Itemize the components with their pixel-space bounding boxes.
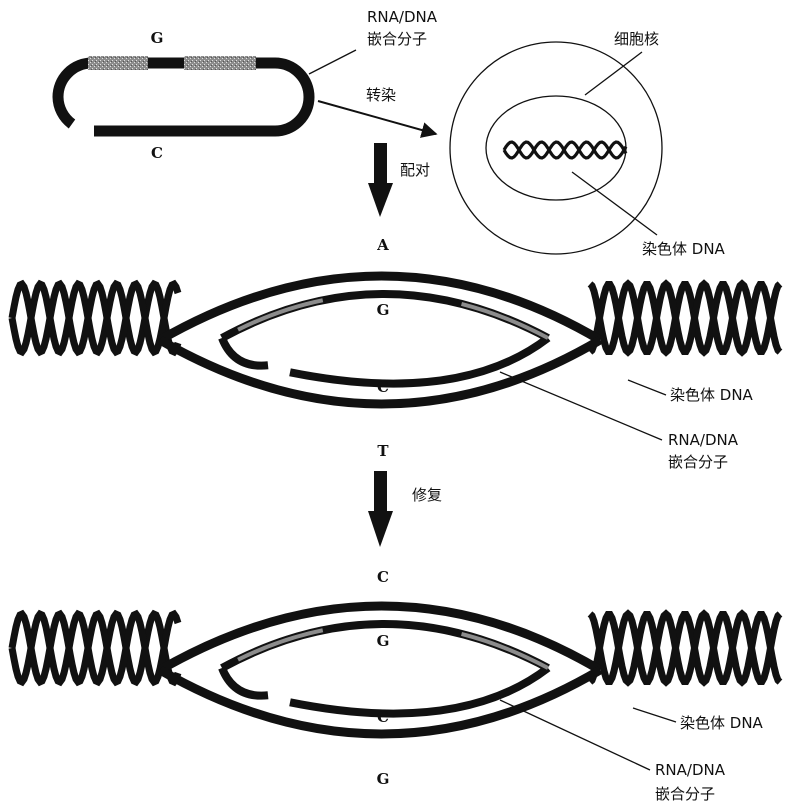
hybrid-strand-bottom-end [222,338,268,366]
chromosome-helix-left [12,284,178,352]
outer-top-base: C [377,568,389,586]
chromosome-helix-right [590,614,780,682]
outer-bottom-base: G [377,770,390,788]
vector-base-top: G [151,29,164,47]
inner-top-base: G [377,301,390,319]
vector-base-bottom: C [151,144,163,162]
svg-text:修复: 修复 [412,486,442,504]
outer-bottom-base: T [377,442,389,460]
svg-text:嵌合分子: 嵌合分子 [367,30,427,48]
chromosome-helix-right [590,284,780,352]
chromosome-helix-left [12,614,178,682]
hybrid-strand-bottom [290,668,548,714]
pair-arrow: 配对 [368,143,430,217]
svg-text:配对: 配对 [400,161,430,179]
helix-strand-2 [590,614,780,682]
hybrid-label-step2-line1: RNA/DNA [668,431,739,449]
hybrid-strand-bottom [290,338,548,384]
cell: 细胞核 染色体 DNA [450,30,726,258]
chromosome-label-step2: 染色体 DNA [670,386,754,404]
repair-arrow: 修复 [368,471,442,547]
hybrid-molecule-vector: G C [58,29,309,162]
rna-segment-left [88,56,148,70]
hybrid-label-step2-line2: 嵌合分子 [668,453,728,471]
inner-bottom-base: C [377,378,389,396]
hybrid-label-top: RNA/DNA 嵌合分子 [309,8,438,74]
helix-strand-2 [590,284,780,352]
paired-complex-after-repair: C G C G 染色体 DNA RNA/DNA 嵌合分子 [12,568,780,803]
nucleus-label: 细胞核 [614,30,659,48]
hybrid-strand-bottom-end [222,668,268,696]
hybrid-label-step3-line2: 嵌合分子 [655,785,715,803]
paired-complex-before-repair: A G C T 染色体 DNA RNA/DNA 嵌合分子 [12,236,780,471]
chromosome-label-step3: 染色体 DNA [680,714,764,732]
hybrid-label-step3-line1: RNA/DNA [655,761,726,779]
rna-segment-right [184,56,256,70]
inner-bottom-base: C [377,708,389,726]
svg-text:RNA/DNA: RNA/DNA [367,8,438,26]
mini-chromosome-helix [504,142,626,158]
inner-top-base: G [377,632,390,650]
svg-text:转染: 转染 [366,86,396,104]
transfect-arrow: 转染 [318,86,436,134]
chromosome-label-cell: 染色体 DNA [642,240,726,258]
outer-top-base: A [376,236,389,254]
